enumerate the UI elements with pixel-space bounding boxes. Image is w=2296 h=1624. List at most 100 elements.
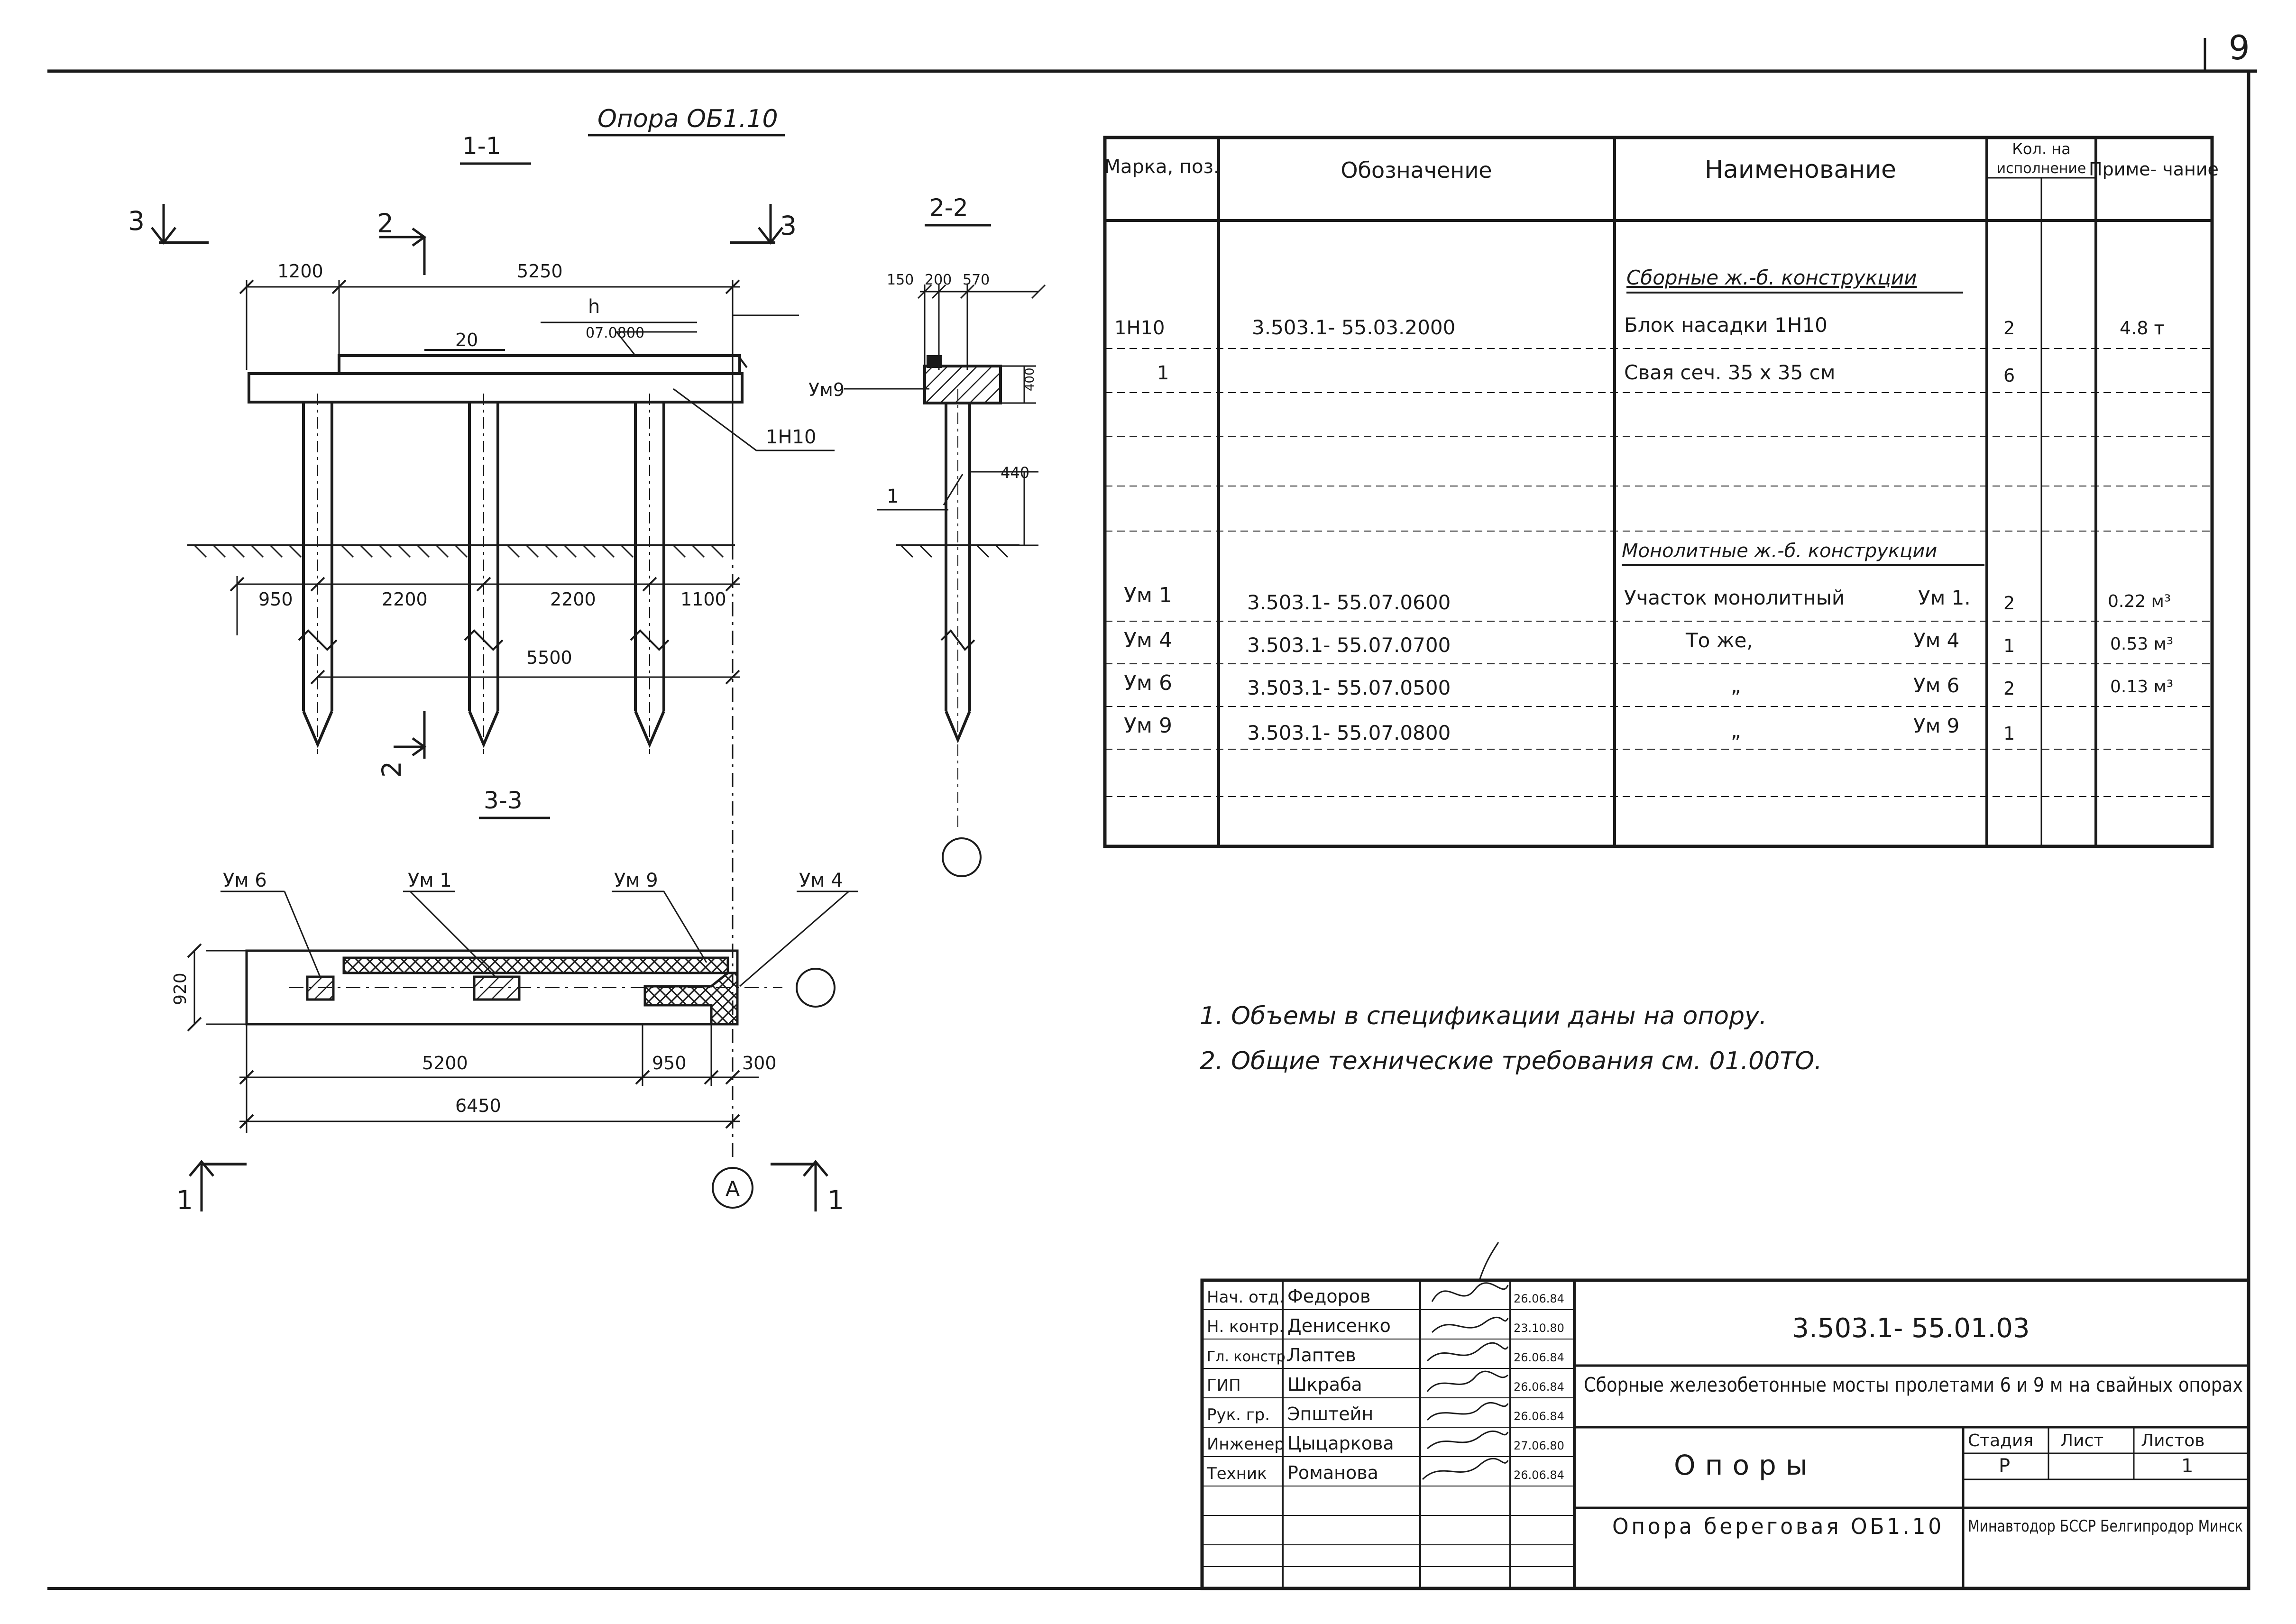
staff-role: Гл. констр.	[1207, 1349, 1290, 1365]
section-1-1-label: 1-1	[462, 132, 501, 160]
staff-name: Романова	[1287, 1462, 1378, 1483]
row-sub: Ум 4	[1913, 629, 1959, 652]
staff-date: 26.06.84	[1514, 1292, 1564, 1305]
dim-2200-b: 2200	[550, 589, 596, 610]
staff-role: ГИП	[1207, 1376, 1241, 1395]
dim-950-33: 950	[652, 1053, 687, 1073]
staff-name: Шкраба	[1287, 1374, 1362, 1395]
dim-1200: 1200	[277, 261, 323, 282]
label-pile-1: 1	[887, 486, 899, 507]
row-designation: 3.503.1- 55.03.2000	[1252, 316, 1455, 339]
dim-440: 440	[1001, 464, 1029, 482]
staff-role: Инженер	[1207, 1435, 1285, 1454]
hdr-name: Наименование	[1705, 156, 1896, 184]
row-qty: 1	[2003, 635, 2015, 656]
staff-role: Н. контр.	[1207, 1317, 1284, 1336]
section-3-3	[187, 817, 858, 1211]
staff-role: Нач. отд.	[1207, 1288, 1284, 1307]
dim-150: 150	[887, 272, 914, 288]
hdr-mark: Марка, поз.	[1104, 156, 1219, 178]
dim-400: 400	[1023, 367, 1037, 391]
note-2: 2. Общие технические требования см. 01.0…	[1200, 1047, 1822, 1075]
staff-name: Эпштейн	[1287, 1404, 1373, 1424]
staff-date: 23.10.80	[1514, 1321, 1564, 1335]
row-qty: 2	[2003, 678, 2015, 699]
group-monolith: Монолитные ж.-б. конструкции	[1622, 540, 1937, 562]
cut-1-right: 1	[827, 1185, 844, 1215]
hdr-qty-bottom: исполнение	[1997, 160, 2086, 177]
row-note: 4.8 т	[2120, 318, 2165, 339]
row-name: То же,	[1685, 629, 1753, 652]
organization: Минавтодор БССР Белгипродор Минск	[1968, 1517, 2243, 1536]
label-um9-22: Ум9	[808, 379, 845, 400]
row-mark: Ум 6	[1124, 671, 1172, 695]
staff-row: Нач. отд. Федоров 26.06.84	[1207, 1286, 1564, 1307]
label-um4: Ум 4	[799, 870, 843, 891]
label-um6: Ум 6	[223, 870, 267, 891]
section-2-2-label: 2-2	[929, 194, 968, 221]
sheets-header: Листов	[2141, 1431, 2204, 1450]
dim-5250: 5250	[517, 261, 563, 282]
dim-300: 300	[742, 1053, 777, 1073]
section-3-3-label: 3-3	[484, 787, 523, 814]
dim-920: 920	[171, 973, 190, 1005]
spec-row: 1 Свая сеч. 35 х 35 см 6	[1157, 361, 2015, 386]
row-qty: 2	[2003, 318, 2015, 339]
spec-row: 1Н10 3.503.1- 55.03.2000 Блок насадки 1Н…	[1114, 313, 2165, 339]
hdr-note: Приме- чание	[2089, 159, 2219, 180]
row-note: 0.53 м³	[2110, 634, 2173, 654]
row-designation: 3.503.1- 55.07.0800	[1247, 721, 1451, 744]
staff-date: 26.06.84	[1514, 1351, 1564, 1364]
staff-name: Федоров	[1287, 1286, 1370, 1307]
spec-row: Ум 6 3.503.1- 55.07.0500 „ Ум 6 2 0.13 м…	[1124, 671, 2173, 699]
label-h: h	[588, 296, 600, 318]
row-qty: 1	[2003, 723, 2015, 744]
cut-2-bottom: 2	[377, 761, 407, 778]
sheets-value: 1	[2181, 1455, 2193, 1477]
label-um1: Ум 1	[408, 870, 452, 891]
row-designation: 3.503.1- 55.07.0500	[1247, 676, 1451, 699]
staff-row: ГИП Шкраба 26.06.84	[1207, 1374, 1564, 1395]
dim-2200-a: 2200	[382, 589, 428, 610]
dim-570: 570	[963, 272, 990, 288]
stage-value: Р	[1999, 1455, 2010, 1477]
dim-5500: 5500	[526, 647, 572, 668]
staff-role: Техник	[1206, 1464, 1267, 1483]
row-note: 0.13 м³	[2110, 677, 2173, 697]
staff-date: 26.06.84	[1514, 1468, 1564, 1482]
sheet-frame	[47, 38, 2257, 1590]
staff-name: Цыцаркова	[1287, 1433, 1394, 1454]
row-mark: 1Н10	[1114, 317, 1165, 339]
staff-role: Рук. гр.	[1207, 1405, 1270, 1424]
staff-date: 26.06.84	[1514, 1380, 1564, 1394]
dim-950: 950	[258, 589, 293, 610]
spec-row: Ум 4 3.503.1- 55.07.0700 То же, Ум 4 1 0…	[1124, 628, 2173, 657]
staff-row: Рук. гр. Эпштейн 26.06.84	[1207, 1404, 1564, 1424]
cut-1-left: 1	[176, 1185, 193, 1215]
row-name: Блок насадки 1Н10	[1624, 313, 1828, 337]
row-sub: Ум 9	[1913, 714, 1959, 737]
label-20: 20	[455, 330, 478, 350]
hdr-qty-top: Кол. на	[2012, 140, 2071, 158]
row-mark: Ум 9	[1124, 714, 1172, 738]
group-prefab: Сборные ж.-б. конструкции	[1626, 266, 1917, 289]
label-um9-33: Ум 9	[614, 870, 658, 891]
axis-a-label: А	[726, 1177, 740, 1201]
row-name: „	[1731, 719, 1741, 742]
sheet-header: Лист	[2060, 1431, 2103, 1450]
row-mark: Ум 1	[1124, 583, 1172, 607]
section-1-1	[151, 162, 835, 1157]
label-1h10: 1Н10	[766, 426, 816, 448]
hdr-designation: Обозначение	[1341, 157, 1492, 183]
dim-1100: 1100	[680, 589, 726, 610]
stage-header: Стадия	[1968, 1431, 2033, 1450]
staff-row: Инженер Цыцаркова 27.06.80	[1207, 1433, 1564, 1454]
row-name: Участок монолитный	[1624, 586, 1845, 609]
row-qty: 2	[2003, 593, 2015, 614]
cut-2-top: 2	[377, 208, 394, 239]
row-name: Свая сеч. 35 х 35 см	[1624, 361, 1835, 384]
cut-3-left: 3	[128, 206, 145, 236]
section-2-2	[844, 224, 1046, 877]
drawing-title: Опора ОБ1.10	[597, 105, 778, 133]
